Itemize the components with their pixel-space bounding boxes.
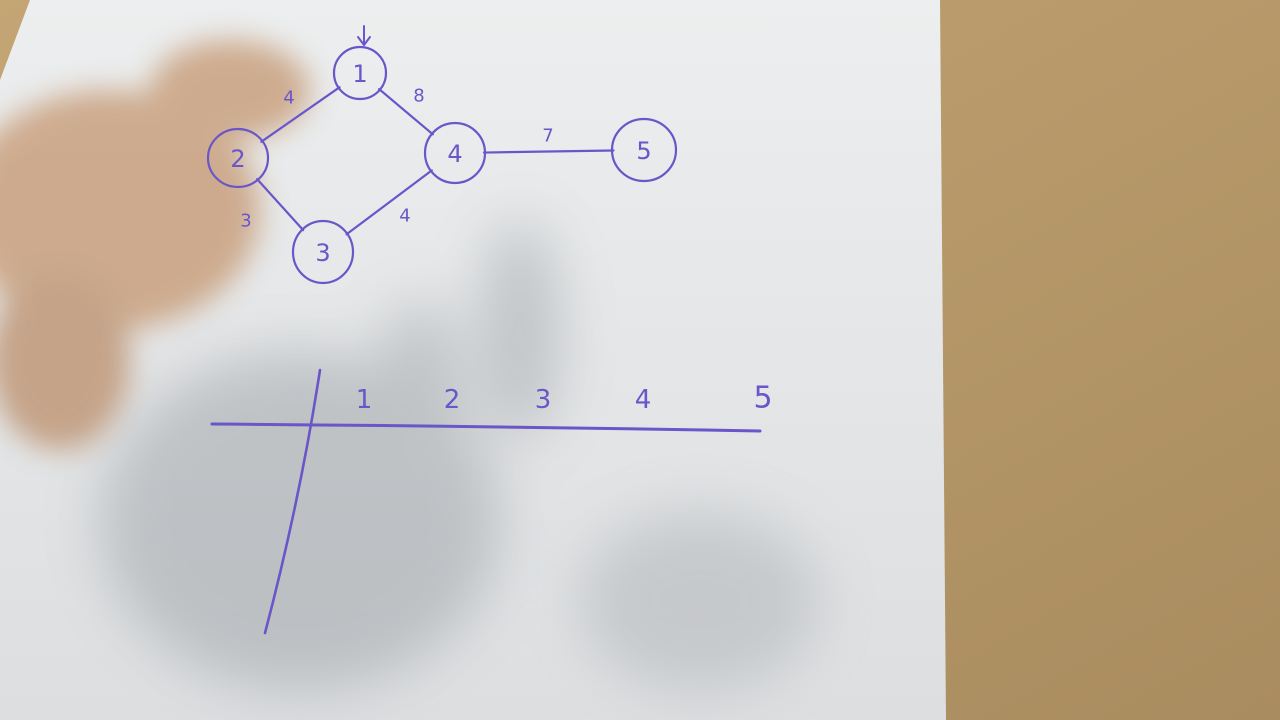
table-header-line xyxy=(210,422,762,433)
edge-weight-1-2: 4 xyxy=(283,88,294,109)
node-circle-2 xyxy=(206,127,270,189)
edge-weight-3-4: 4 xyxy=(399,206,410,227)
hand-shadow xyxy=(100,220,820,690)
edge-1-4 xyxy=(378,88,434,136)
blurred-hand xyxy=(0,40,310,450)
node-label-1: 1 xyxy=(352,60,367,88)
table-column-header-1: 1 xyxy=(356,385,373,415)
node-label-3: 3 xyxy=(315,239,330,267)
node-label-5: 5 xyxy=(636,137,651,165)
node-circle-1 xyxy=(332,45,388,101)
node-label-4: 4 xyxy=(447,140,462,168)
edge-3-4 xyxy=(345,169,433,236)
start-arrow-head xyxy=(357,36,371,46)
table-column-header-3: 3 xyxy=(535,385,552,415)
edge-weight-1-4: 8 xyxy=(413,86,424,107)
node-circle-3 xyxy=(291,219,355,285)
distance-table: 1 2 3 4 5 xyxy=(210,368,773,635)
edge-2-3 xyxy=(256,178,305,232)
table-column-header-4: 4 xyxy=(635,385,652,415)
edge-4-5 xyxy=(482,149,615,154)
table-vertical-line xyxy=(263,368,322,635)
node-circle-4 xyxy=(423,121,487,185)
table-column-header-5: 5 xyxy=(753,381,772,416)
edge-weight-4-5: 7 xyxy=(542,126,553,147)
edge-1-2 xyxy=(260,86,341,143)
node-circle-5 xyxy=(610,117,678,183)
graph-diagram: 4 8 3 4 7 1 2 3 4 5 xyxy=(206,25,678,285)
node-label-2: 2 xyxy=(230,145,245,173)
table-column-header-2: 2 xyxy=(444,385,461,415)
edge-weight-2-3: 3 xyxy=(240,211,251,232)
